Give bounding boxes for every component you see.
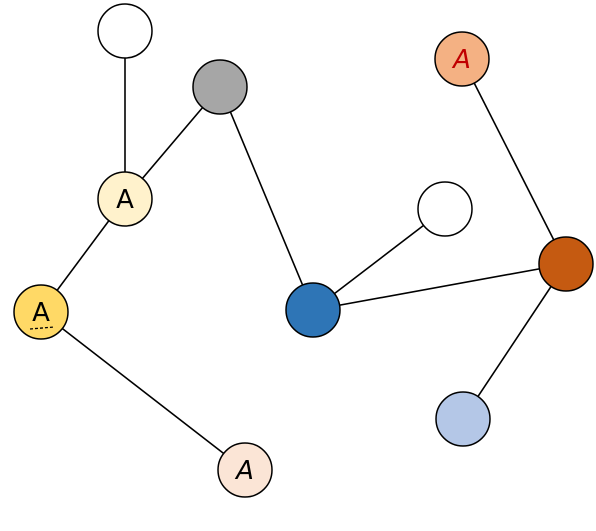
node-circle [434,31,490,87]
node-label: A [116,185,134,215]
node-circle [97,171,153,227]
graph-node-n6 [285,282,341,338]
edge-n2-n6 [219,86,314,311]
node-label: A [234,456,254,486]
graph-node-n1 [97,3,153,59]
graph-node-n10 [435,391,491,447]
node-circle [217,442,273,498]
node-label-underline [29,326,55,330]
edge-n6-n9 [312,263,567,311]
edge-n8-n9 [461,58,567,265]
node-circle [435,391,491,447]
graph-node-n7 [417,181,473,237]
node-circle [192,59,248,115]
graph-node-n4: A [13,284,69,340]
graph-node-n5: A [217,442,273,498]
edge-n4-n5 [40,311,246,471]
node-circle [13,284,69,340]
graph-node-n3: A [97,171,153,227]
node-layer: A A A A [13,3,594,498]
edge-n9-n10 [462,263,567,420]
node-label: A [451,45,471,75]
node-circle [97,3,153,59]
node-circle [417,181,473,237]
graph-node-n9 [538,236,594,292]
graph-node-n2 [192,59,248,115]
graph-node-n8: A [434,31,490,87]
edge-layer [40,31,567,471]
node-circle [538,236,594,292]
node-circle [285,282,341,338]
node-label: A [32,298,50,328]
